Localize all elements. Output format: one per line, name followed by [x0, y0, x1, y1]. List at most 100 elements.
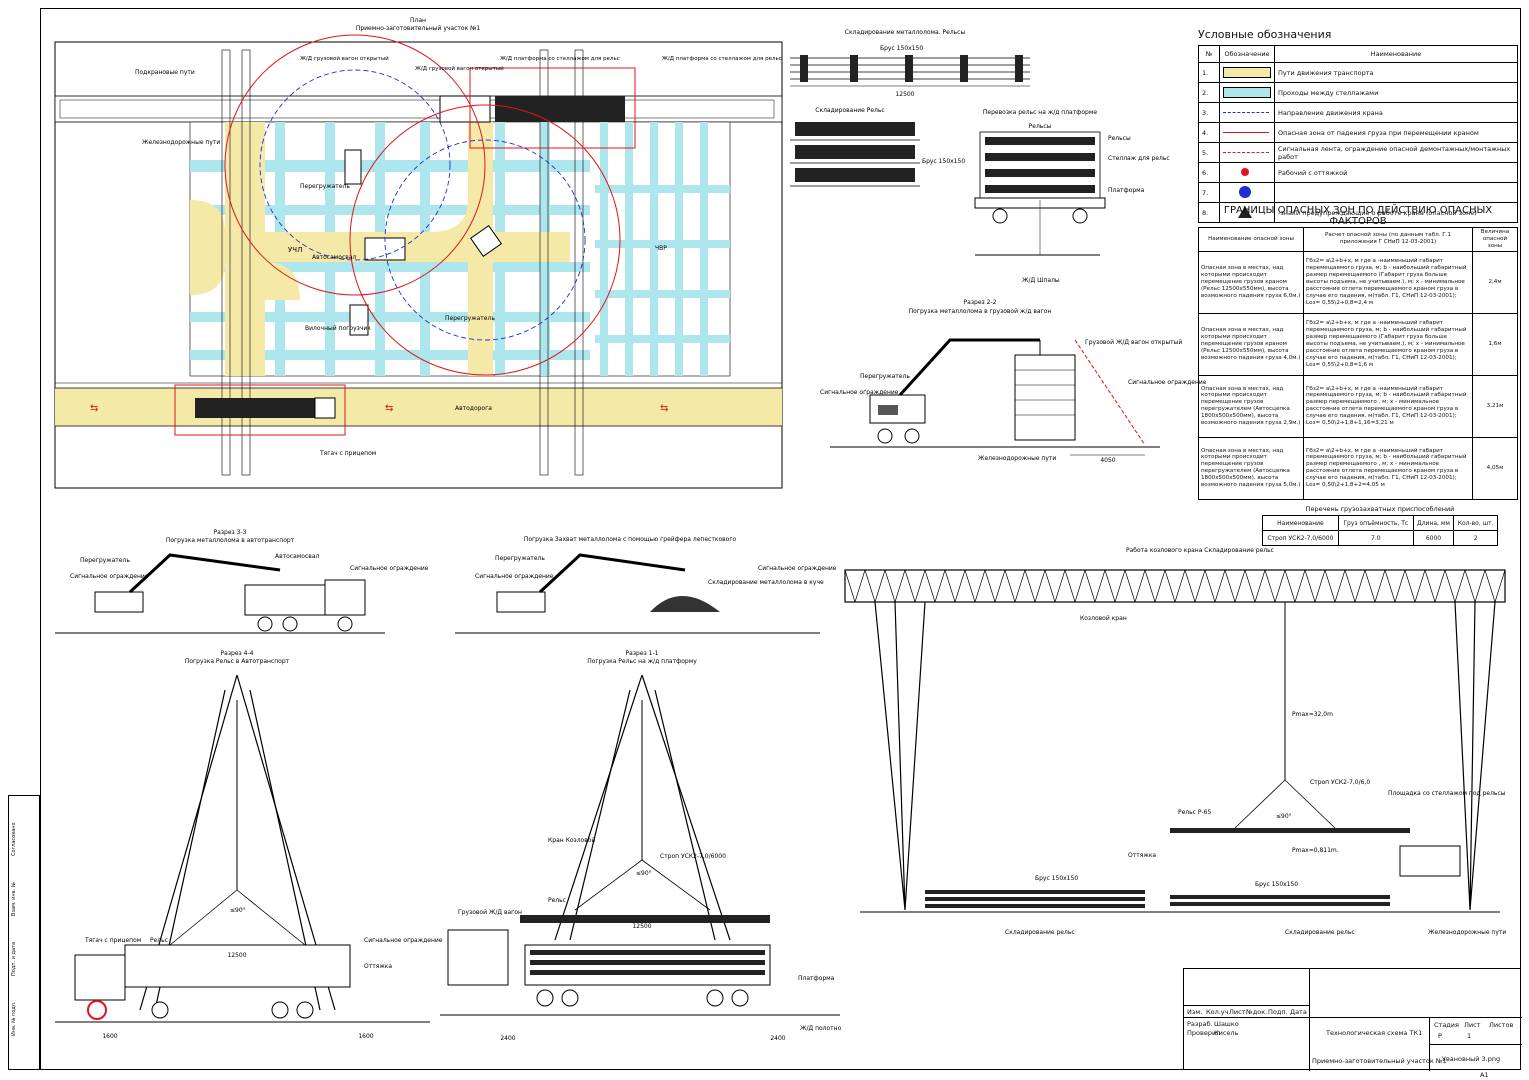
rail-transport-title: Перевозка рельс на ж/д платформе: [983, 109, 1097, 116]
rt-label-rack: Стеллаж для рельс: [1108, 155, 1170, 162]
s44-lbl-guy: Оттяжка: [364, 963, 392, 970]
s33-lbl-reloader: Перегружатель: [80, 557, 130, 564]
stamp-org: Увановный 3.png: [1442, 1055, 1501, 1063]
legend-row: 4.Опасная зона от падения груза при пере…: [1198, 122, 1518, 143]
stamp-col-date: Дата: [1290, 1008, 1307, 1016]
stamp-col-izm: Изм.: [1187, 1008, 1203, 1016]
s44-lbl-rail: Рельс: [150, 937, 168, 944]
scrap-beam: Брус 150х150: [880, 45, 923, 52]
svg-text:⇆: ⇆: [660, 403, 668, 414]
legend-head-n: №: [1198, 45, 1220, 63]
rail-transport-section: Перевозка рельс на ж/д платформе Рельсы …: [974, 109, 1170, 284]
stamp-stage: Р: [1438, 1032, 1442, 1040]
lifting-tools: Перечень грузозахватных приспособлений Н…: [1262, 505, 1498, 546]
lbl-chvr: ЧВР: [655, 245, 667, 252]
tools-head-name: Наименование: [1262, 515, 1339, 531]
gantry-lbl-sling: Строп УСК2-7,0/6,0: [1310, 779, 1370, 786]
s33-title: Разрез 3-3: [214, 529, 247, 536]
crane-sign-icon: [1239, 185, 1251, 198]
s22-subtitle: Погрузка металлолома в грузовой ж/д ваго…: [909, 308, 1052, 315]
hazard-row: Опасная зона в местах, над которыми прои…: [1198, 312, 1518, 376]
legend-row: 3.Направление движения крана: [1198, 102, 1518, 123]
grab-lbl-fence-2: Сигнальное ограждение: [758, 565, 837, 572]
s11-dim-l: 2400: [500, 1035, 515, 1042]
s11-lbl-crane: Кран Козловой: [548, 837, 595, 844]
gantry-lbl-storage-2: Складирование рельс: [1285, 929, 1355, 936]
stamp-col-list: Лист: [1229, 1008, 1246, 1016]
lbl-road: Автодорога: [455, 405, 492, 412]
s11-subtitle: Погрузка Рельс на ж/д платформу: [587, 658, 697, 665]
stamp-stage-h: Стадия: [1434, 1021, 1459, 1029]
s22-lbl-wagon: Грузовой Ж/Д вагон открытый: [1085, 339, 1182, 346]
s11-lbl-rail: Рельс: [548, 897, 566, 904]
legend-row: 8.-знаки предупреждающие о работе крана …: [1198, 202, 1518, 223]
hazard-zones: ГРАНИЦЫ ОПАСНЫХ ЗОН ПО ДЕЙСТВИЮ ОПАСНЫХ …: [1198, 205, 1518, 500]
format-label: А1: [1480, 1071, 1489, 1079]
lbl-platform-2: Ж/Д платформа со стеллажом для рельс: [662, 56, 782, 62]
lbl-reloader-1: Перегружатель: [300, 183, 350, 190]
plan-subtitle: Приемно-заготовительный участок №1: [356, 25, 481, 32]
s44-dim-l: 1600: [102, 1033, 117, 1040]
lbl-ucl: УЧЛ: [288, 246, 302, 254]
s44-lbl-fence: Сигнальное ограждение: [364, 937, 443, 944]
s22-dim-w: 4050: [1100, 457, 1115, 464]
gantry-lbl-rail: Рельс Р-65: [1178, 809, 1211, 816]
s22-title: Разрез 2-2: [964, 299, 997, 306]
legend-row: 2.Проходы между стеллажами: [1198, 82, 1518, 103]
rail-transport-sub: Рельсы: [1029, 123, 1052, 130]
s33-lbl-truck: Автосамосвал: [275, 553, 319, 560]
grab-lbl-pile: Складирование металлолома в куче: [708, 579, 824, 586]
s11-lbl-platform: Платформа: [798, 975, 835, 982]
s33-lbl-fence-2: Сигнальное ограждение: [350, 565, 429, 572]
tools-title: Перечень грузозахватных приспособлений: [1305, 505, 1455, 513]
section-grab: Погрузка Захват металлолома с помощью гр…: [455, 536, 837, 634]
legend-row: 6.Рабочий с оттяжкой: [1198, 162, 1518, 183]
stamp-role-dev: Разраб.: [1187, 1020, 1213, 1028]
legend: Условные обозначения № Обозначение Наиме…: [1198, 28, 1518, 223]
hazard-title: ГРАНИЦЫ ОПАСНЫХ ЗОН ПО ДЕЙСТВИЮ ОПАСНЫХ …: [1223, 205, 1493, 227]
s44-angle: ≤90°: [230, 907, 246, 914]
hazard-head-name: Наименование опасной зоны: [1198, 227, 1304, 252]
lbl-truck: Автосамосвал: [312, 254, 356, 261]
s44-dim-r: 1600: [358, 1033, 373, 1040]
lbl-crane-tracks: Подкрановые пути: [135, 69, 195, 76]
gantry-lbl-platform: Площадка со стеллажом под рельсы: [1388, 790, 1506, 797]
s33-subtitle: Погрузка металлолома в автотранспорт: [166, 537, 295, 544]
legend-row: 1.Пути движения транспорта: [1198, 62, 1518, 83]
rail-storage-section: Складирование Рельс Брус 150х150: [790, 107, 965, 187]
s22-lbl-fence-1: Сигнальное ограждение: [820, 389, 899, 396]
lbl-platform-1: Ж/Д платформа со стеллажом для рельс: [500, 56, 620, 62]
gantry-lbl-railway: Железнодорожные пути: [1428, 929, 1506, 936]
section-1-1: Разрез 1-1 Погрузка Рельс на ж/д платфор…: [440, 650, 842, 1042]
plan-title: План: [410, 17, 426, 24]
tools-head-qty: Кол-во, шт.: [1453, 515, 1498, 531]
s44-lbl-tractor: Тягач с прицепом: [84, 937, 141, 944]
hazard-head-value: Величина опасной зоны: [1472, 227, 1518, 252]
tools-head-len: Длина, мм: [1412, 515, 1455, 531]
rail-beam: Брус 150х150: [922, 158, 965, 165]
legend-head-sym: Обозначение: [1219, 45, 1275, 63]
gantry-title: Работа козлового крана Складирование рел…: [1126, 547, 1274, 554]
stamp-role-check: Проверил: [1187, 1029, 1221, 1037]
s11-lbl-wagon: Грузовой Ж/Д вагон: [458, 909, 522, 916]
hazard-head-calc: Расчет опасной зоны (по данным табл. Г.1…: [1303, 227, 1473, 252]
hazard-row: Опасная зона в местах, над которыми прои…: [1198, 374, 1518, 438]
rail-storage-title: Складирование Рельс: [815, 107, 884, 114]
gantry-lbl-guy: Оттяжка: [1128, 852, 1156, 859]
rt-label-rails: Рельсы: [1108, 135, 1131, 142]
stamp-col-sign: Подп.: [1268, 1008, 1288, 1016]
hazard-row: Опасная зона в местах, над которыми прои…: [1198, 250, 1518, 314]
scrap-storage-section: Складирование металлолома. Рельсы Брус 1…: [790, 29, 1030, 98]
rt-label-platform: Платформа: [1108, 187, 1145, 194]
lbl-forklift: Вилочный погрузчик: [305, 325, 371, 332]
legend-head-name: Наименование: [1274, 45, 1518, 63]
scrap-total: 12500: [895, 91, 914, 98]
s11-dim-r: 2400: [770, 1035, 785, 1042]
grab-lbl-reloader: Перегружатель: [495, 555, 545, 562]
scrap-storage-title: Складирование металлолома. Рельсы: [845, 29, 966, 36]
drawing-frame: [40, 8, 1521, 1070]
gantry-lbl-beam-1: Брус 150х150: [1035, 875, 1078, 882]
stamp-subject: Приемно-заготовительный участок №1: [1312, 1057, 1447, 1065]
svg-text:⇆: ⇆: [385, 403, 393, 414]
lbl-tractor: Тягач с прицепом: [319, 450, 376, 457]
